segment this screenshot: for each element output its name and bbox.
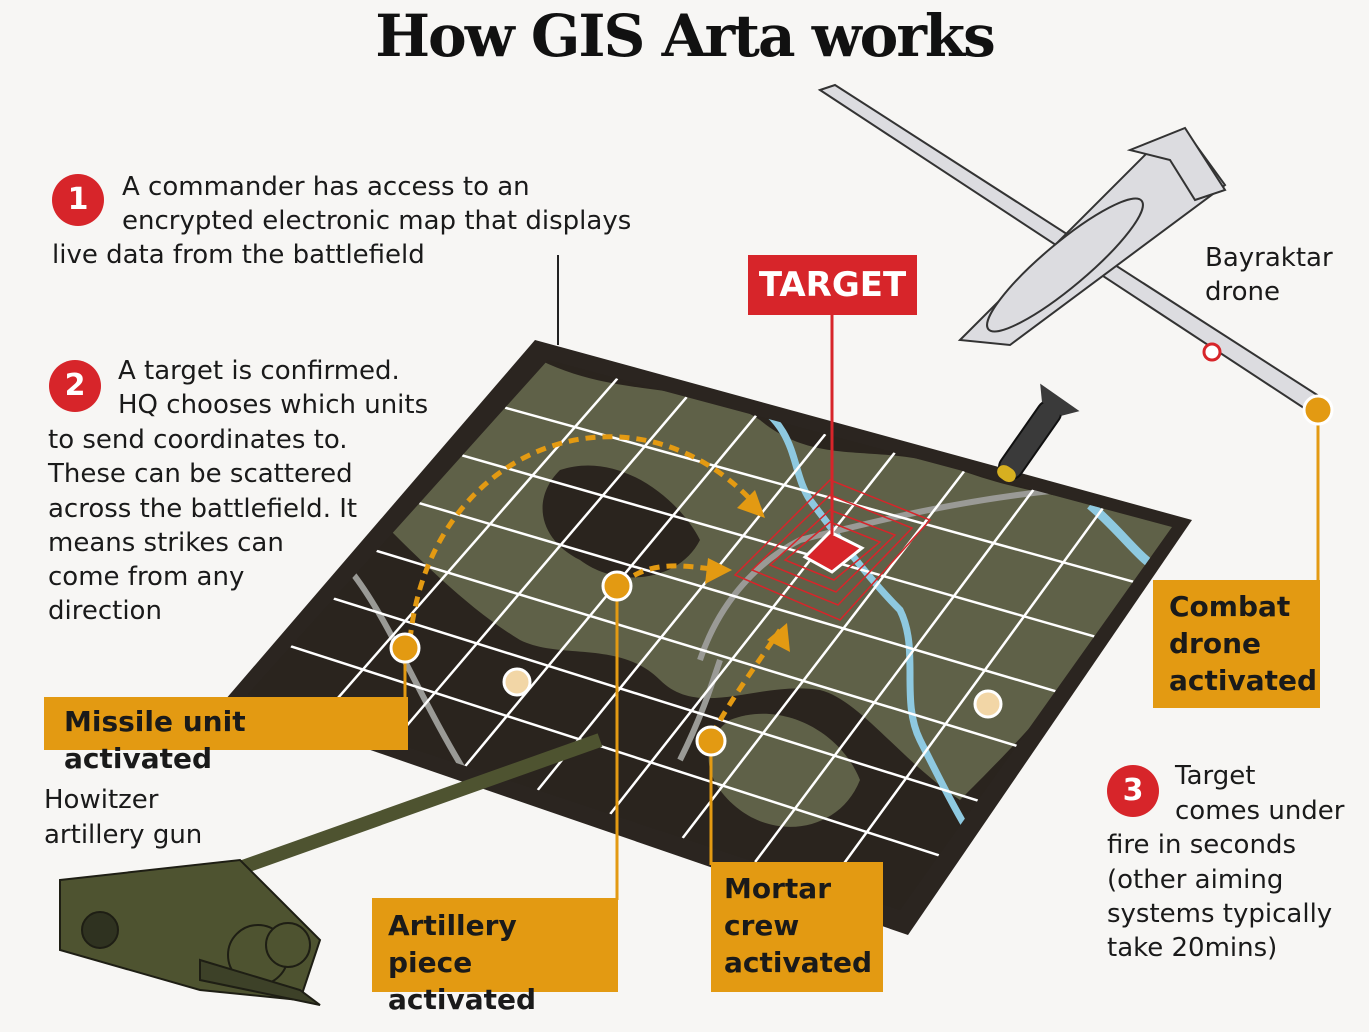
callout-line: crew bbox=[724, 909, 800, 942]
grid-line bbox=[754, 489, 1035, 863]
target-marker bbox=[802, 530, 865, 574]
artillery-marker bbox=[601, 570, 633, 602]
artillery-callout: Artillery piece activated bbox=[372, 898, 618, 1016]
target-rings bbox=[733, 479, 932, 621]
callout-line: drone bbox=[1169, 627, 1262, 660]
grid-line bbox=[333, 597, 979, 802]
callout-line: Mortar bbox=[724, 872, 831, 905]
drone-label: drone bbox=[1205, 277, 1281, 307]
missile-unit-marker bbox=[389, 632, 421, 664]
callout-line: Combat bbox=[1169, 590, 1291, 623]
drone-label: Bayraktar bbox=[1205, 243, 1333, 273]
step-3-text: comes under bbox=[1175, 796, 1345, 826]
grid-line bbox=[419, 501, 1056, 693]
step-2-text: HQ chooses which units bbox=[118, 390, 429, 420]
grid-line bbox=[376, 549, 1017, 748]
howitzer-label: artillery gun bbox=[44, 820, 203, 850]
grid-line bbox=[391, 396, 688, 743]
step-2-text: These can be scattered bbox=[48, 459, 353, 489]
missile-icon bbox=[997, 383, 1080, 483]
step-1-badge: 1 bbox=[52, 174, 104, 226]
step-1-text: encrypted electronic map that displays bbox=[122, 206, 632, 236]
page-title: How GIS Arta works bbox=[375, 2, 995, 70]
grid-line bbox=[826, 507, 1104, 887]
combat-drone-callout: Combat drone activated bbox=[1153, 580, 1320, 708]
step-2-badge: 2 bbox=[49, 360, 101, 412]
callout-line: activated bbox=[724, 946, 873, 979]
step-3-text: take 20mins) bbox=[1107, 933, 1278, 963]
step-2-text: means strikes can bbox=[48, 528, 284, 558]
missile-unit-callout: Missile unit activated bbox=[44, 697, 408, 775]
grid-line bbox=[290, 645, 940, 857]
step-1-text: live data from the battlefield bbox=[52, 240, 425, 270]
mortar-marker bbox=[695, 725, 727, 757]
step-3-text: fire in seconds bbox=[1107, 830, 1296, 860]
callout-line: Artillery piece bbox=[388, 909, 517, 979]
step-2-text: direction bbox=[48, 596, 162, 626]
step-1-text: A commander has access to an bbox=[122, 172, 530, 202]
grid-line bbox=[461, 454, 1095, 638]
grid-line bbox=[319, 377, 619, 719]
grid-line bbox=[681, 470, 965, 839]
idle-unit-marker bbox=[502, 667, 532, 697]
arrowheads bbox=[705, 490, 790, 652]
callout-line: activated bbox=[388, 983, 537, 1016]
step-3-text: systems typically bbox=[1107, 899, 1333, 929]
howitzer-icon bbox=[59, 733, 603, 1006]
howitzer-label: Howitzer bbox=[44, 785, 159, 815]
step-2-text: A target is confirmed. bbox=[118, 356, 400, 386]
step-3-text: (other aiming bbox=[1107, 865, 1284, 895]
step-2-text: come from any bbox=[48, 562, 245, 592]
callout-line: activated bbox=[1169, 664, 1318, 697]
target-label: TARGET bbox=[748, 255, 917, 315]
step-3-text: Target bbox=[1175, 761, 1256, 791]
mortar-callout: Mortar crew activated bbox=[711, 862, 883, 992]
step-2-text: to send coordinates to. bbox=[48, 425, 348, 455]
step-3-badge: 3 bbox=[1107, 765, 1159, 817]
grid-line bbox=[536, 433, 827, 791]
idle-unit-marker bbox=[973, 689, 1003, 719]
grid-line bbox=[609, 452, 896, 815]
step-2-text: across the battlefield. It bbox=[48, 494, 358, 524]
bayraktar-drone-icon bbox=[817, 83, 1327, 414]
